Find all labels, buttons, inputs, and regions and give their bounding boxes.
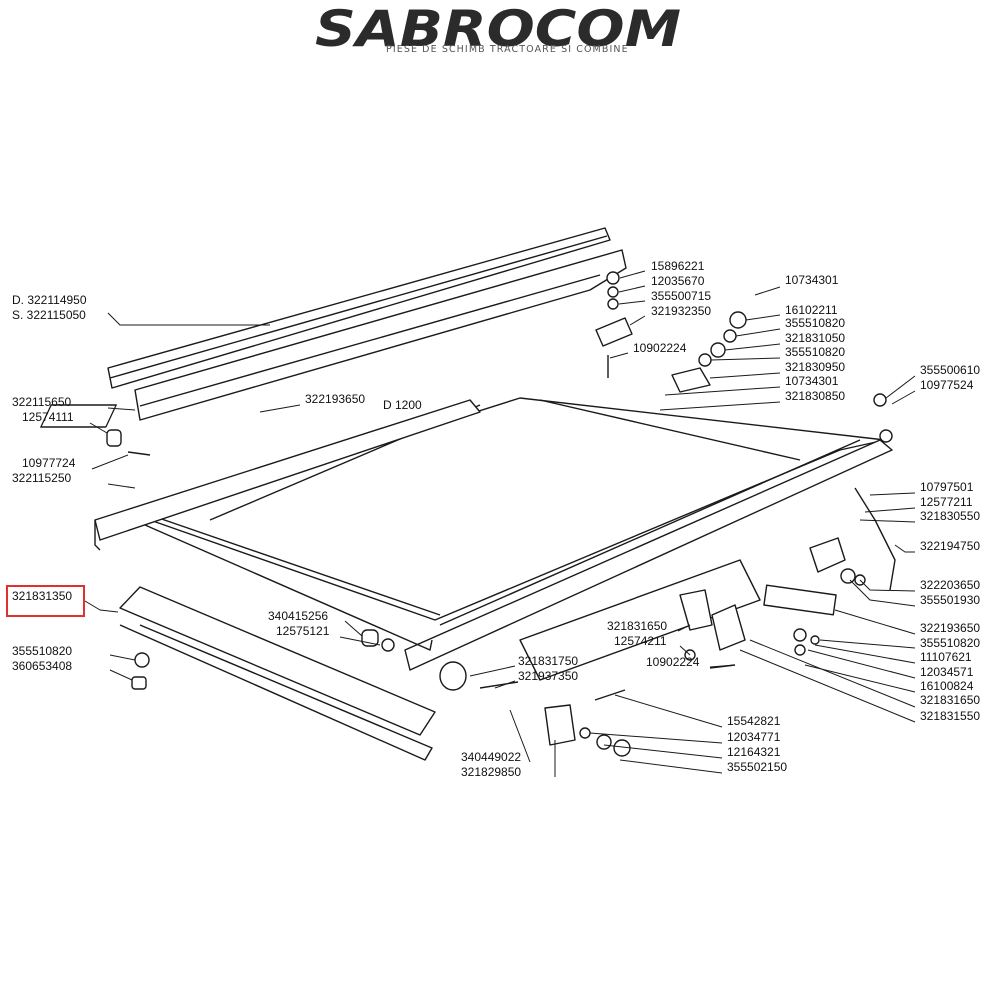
brand-wordmark-text: SABROCOM xyxy=(315,0,681,58)
hardware-right xyxy=(679,487,896,656)
part-label: 355510820 xyxy=(785,345,846,359)
part-label: 321831750 xyxy=(518,654,579,668)
dimension-annotation: D 1200 xyxy=(383,398,422,412)
part-label: 321932350 xyxy=(651,304,712,318)
part-label: 321831650 xyxy=(920,693,981,707)
plate-322193650-left xyxy=(40,404,117,428)
part-label: 12034771 xyxy=(727,730,781,744)
hardware-top xyxy=(595,271,887,407)
part-label: 355510820 xyxy=(785,316,846,330)
part-label: 322203650 xyxy=(920,578,981,592)
part-label: 321831550 xyxy=(920,709,981,723)
brand-logo: SABROCOM xyxy=(315,0,681,58)
part-label: 355500715 xyxy=(651,289,712,303)
part-label: 340415256 xyxy=(268,609,329,623)
leader-lines xyxy=(84,270,916,777)
part-label: 322115250 xyxy=(12,471,72,485)
highlighted-part-marker xyxy=(6,585,85,617)
part-label: 10734301 xyxy=(785,273,839,287)
plate-322193650-right xyxy=(763,584,837,616)
part-label: 12575121 xyxy=(276,624,330,638)
angled-strip-part xyxy=(119,586,436,761)
part-label: 322194750 xyxy=(920,539,981,553)
part-label: 340449022 xyxy=(461,750,522,764)
part-label: 321831050 xyxy=(785,331,846,345)
part-label: 10977724 xyxy=(22,456,76,470)
part-label: 12034571 xyxy=(920,665,974,679)
part-label: 12574111 xyxy=(22,410,74,424)
part-label: 321830950 xyxy=(785,360,846,374)
part-label: 10902224 xyxy=(633,341,687,355)
part-label: 10734301 xyxy=(785,374,839,388)
part-label: 15542821 xyxy=(727,714,781,728)
part-label: 321830550 xyxy=(920,509,981,523)
part-label: 355501930 xyxy=(920,593,981,607)
part-label: 360653408 xyxy=(12,659,73,673)
part-label: 12035670 xyxy=(651,274,705,288)
part-label: 321831650 xyxy=(607,619,668,633)
part-label: 322115650 xyxy=(12,395,72,409)
part-label: 16102211 xyxy=(785,303,838,317)
part-label: 355510820 xyxy=(12,644,73,658)
part-label: 321830850 xyxy=(785,389,846,403)
part-label: 10797501 xyxy=(920,480,974,494)
part-label: 321831350 xyxy=(12,589,73,603)
part-label: S. 322115050 xyxy=(12,308,86,322)
part-label: 11107621 xyxy=(920,650,972,664)
part-label: 321829850 xyxy=(461,765,522,779)
part-label: D. 322114950 xyxy=(12,293,87,307)
top-rail xyxy=(107,227,611,389)
brand-tagline: PIESE DE SCHIMB TRACTOARE SI COMBINE xyxy=(386,44,629,55)
left-cross-member xyxy=(94,399,481,551)
part-label: 322193650 xyxy=(920,621,981,635)
part-label: 322193650 xyxy=(305,392,366,406)
part-label: 355510820 xyxy=(920,636,981,650)
part-label: 15896221 xyxy=(651,259,705,273)
hardware-bottom xyxy=(439,649,736,757)
front-long-member xyxy=(404,429,893,671)
part-label: 10902224 xyxy=(646,655,700,669)
part-label: 16100824 xyxy=(920,679,974,693)
lower-frame xyxy=(144,524,761,681)
part-label: 321937350 xyxy=(518,669,579,683)
part-label: 355500610 xyxy=(920,363,981,377)
part-label: 12164321 xyxy=(727,745,781,759)
part-label: 12574211 xyxy=(614,634,667,648)
part-label: 355502150 xyxy=(727,760,788,774)
part-label: 10977524 xyxy=(920,378,974,392)
part-label: 12577211 xyxy=(920,495,973,509)
